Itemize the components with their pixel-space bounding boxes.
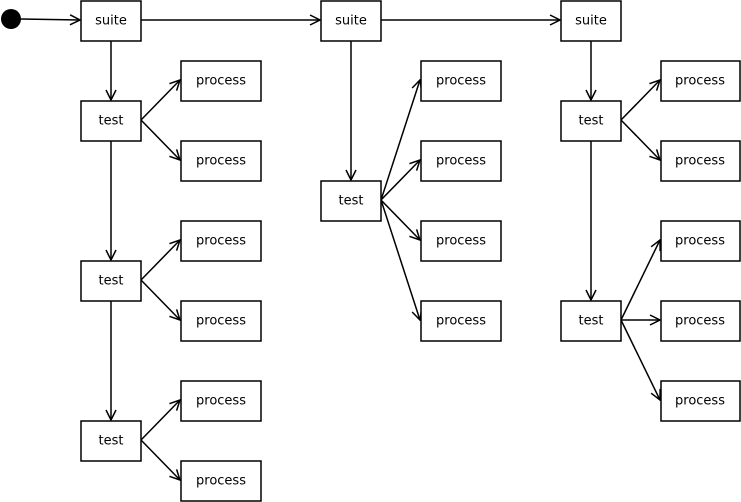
test-node-1: test [80, 100, 142, 142]
edges [20, 19, 660, 480]
edge-test-6-process-c [620, 319, 660, 400]
edge-test-1-process-b [140, 119, 180, 160]
process-node: process [420, 140, 502, 182]
edge-test-6-process-a [620, 240, 660, 321]
process-label: process [196, 474, 246, 489]
test-label: test [339, 194, 364, 209]
suite-node-1: suite [80, 0, 142, 42]
start-node [1, 9, 21, 29]
process-label: process [196, 394, 246, 409]
edge-test-3-process-a [140, 400, 180, 441]
edge-test-4-process-d [380, 199, 420, 320]
process-label: process [196, 154, 246, 169]
edge-test-4-process-b [380, 160, 420, 201]
suite-label: suite [575, 14, 607, 29]
edge-test-2-process-a [140, 240, 180, 281]
process-label: process [436, 74, 486, 89]
edge-test-4-process-c [380, 199, 420, 240]
process-node: process [660, 220, 741, 262]
process-node: process [180, 60, 262, 102]
process-node: process [660, 380, 741, 422]
edge-test-2-process-b [140, 279, 180, 320]
process-label: process [675, 394, 725, 409]
test-label: test [99, 114, 124, 129]
process-node: process [660, 140, 741, 182]
process-label: process [436, 154, 486, 169]
edge-test-5-process-b [620, 119, 660, 160]
process-label: process [675, 234, 725, 249]
edge-test-1-process-a [140, 80, 180, 121]
process-label: process [196, 234, 246, 249]
process-label: process [196, 314, 246, 329]
test-node-2: test [80, 260, 142, 302]
process-node: process [180, 220, 262, 262]
test-label: test [99, 274, 124, 289]
process-label: process [436, 234, 486, 249]
test-label: test [579, 314, 604, 329]
suite-node-2: suite [320, 0, 382, 42]
process-label: process [675, 314, 725, 329]
process-node: process [180, 300, 262, 342]
edge-test-3-process-b [140, 439, 180, 480]
edge-test-4-process-a [380, 80, 420, 201]
suite-label: suite [335, 14, 367, 29]
test-node-3: test [80, 420, 142, 462]
test-label: test [579, 114, 604, 129]
test-node-5: test [560, 100, 622, 142]
suite-label: suite [95, 14, 127, 29]
process-label: process [196, 74, 246, 89]
process-label: process [675, 74, 725, 89]
process-node: process [180, 140, 262, 182]
test-label: test [99, 434, 124, 449]
edge-start-suite-1 [20, 19, 80, 20]
process-label: process [675, 154, 725, 169]
suite-node-3: suite [560, 0, 622, 42]
edge-test-5-process-a [620, 80, 660, 121]
process-node: process [660, 300, 741, 342]
process-node: process [660, 60, 741, 102]
process-node: process [420, 220, 502, 262]
test-node-6: test [560, 300, 622, 342]
process-node: process [420, 300, 502, 342]
process-label: process [436, 314, 486, 329]
process-node: process [180, 380, 262, 422]
process-node: process [420, 60, 502, 102]
process-node: process [180, 460, 262, 502]
test-node-4: test [320, 180, 382, 222]
